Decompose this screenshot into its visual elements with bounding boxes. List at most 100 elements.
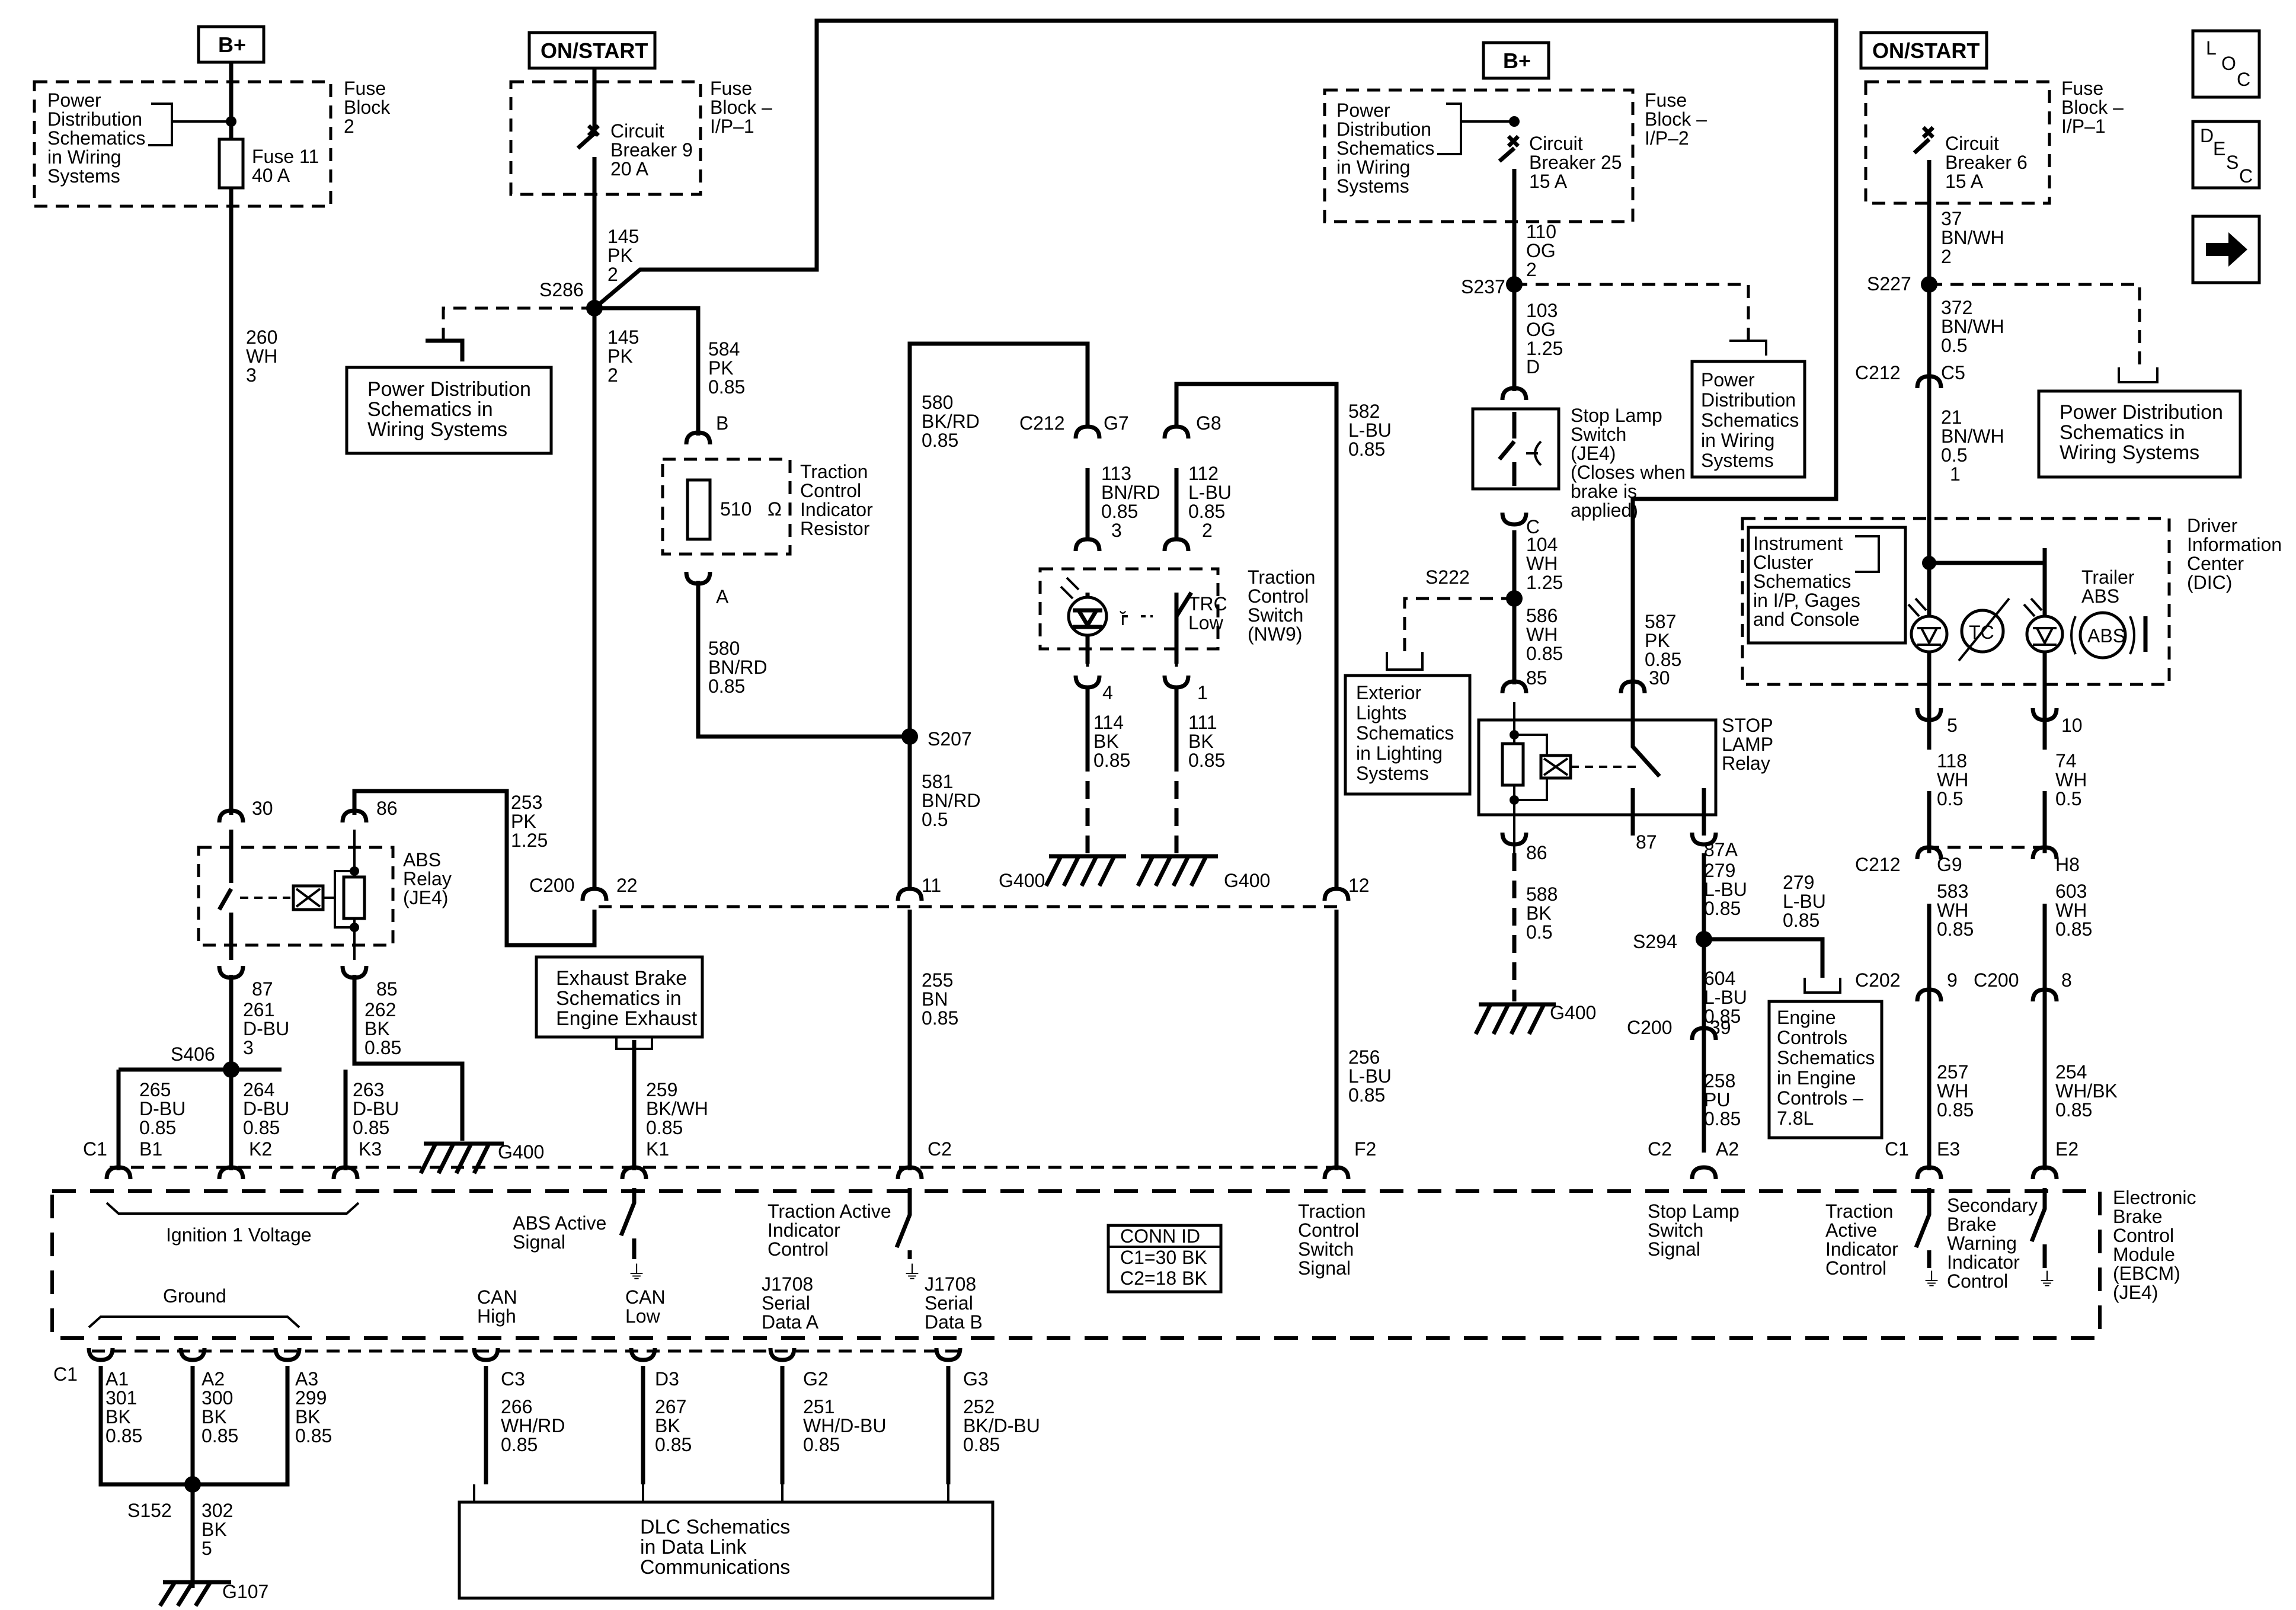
engine-controls-box[interactable]: Engine Controls Schematics in Engine Con… [1767,978,1884,1140]
svg-text:Indicator: Indicator [1825,1238,1898,1260]
loc-button[interactable]: L O C [2191,29,2261,99]
svg-text:Control: Control [1825,1257,1886,1279]
svg-text:87: 87 [1636,831,1657,853]
svg-text:0.85: 0.85 [1937,1099,1974,1121]
svg-text:0.85: 0.85 [1101,501,1138,522]
desc-button[interactable]: D E S C [2191,120,2261,190]
svg-text:587: 587 [1645,611,1676,632]
svg-text:0.85: 0.85 [353,1117,389,1138]
svg-text:114: 114 [1093,712,1124,733]
svg-text:Schematics in: Schematics in [2060,421,2185,444]
svg-text:BK: BK [202,1519,227,1540]
svg-text:BN/RD: BN/RD [708,657,768,678]
svg-text:0.85: 0.85 [708,676,745,697]
svg-text:Switch: Switch [1298,1238,1354,1260]
exhaust-brake-box[interactable]: Exhaust Brake Schematics in Engine Exhau… [535,955,704,1050]
tc-switch[interactable]: ĭ TRC Low Traction Control Switch (NW9) [1038,566,1315,651]
svg-text:Fuse: Fuse [344,78,386,99]
pd-left-box[interactable]: Power Distribution Schematics in Wiring … [345,338,553,455]
svg-text:Stop Lamp: Stop Lamp [1571,405,1662,426]
svg-text:BK: BK [295,1406,321,1427]
ground-g400-c-icon: G400 [1136,854,1270,891]
svg-text:G107: G107 [222,1581,268,1602]
fuse-11-icon [218,137,245,190]
svg-text:D-BU: D-BU [243,1098,289,1119]
svg-text:B: B [716,412,728,434]
svg-text:254: 254 [2055,1061,2087,1083]
svg-text:0.85: 0.85 [105,1425,142,1446]
svg-text:Schematics: Schematics [1701,409,1799,431]
svg-text:(DIC): (DIC) [2187,572,2232,593]
svg-text:87: 87 [252,978,273,1000]
pd-right-box[interactable]: Power Distribution Schematics in Wiring … [2037,367,2242,479]
svg-text:Signal: Signal [1298,1257,1351,1279]
svg-text:1: 1 [1197,682,1208,703]
svg-text:Traction Active: Traction Active [768,1201,891,1222]
led-icon [1910,614,1949,654]
svg-text:10: 10 [2061,715,2083,736]
svg-text:7.8L: 7.8L [1777,1108,1814,1129]
svg-text:WH: WH [2055,900,2087,921]
svg-text:0.85: 0.85 [646,1117,683,1138]
loc-c: C [2237,69,2250,90]
svg-text:279: 279 [1783,872,1814,893]
svg-text:0.85: 0.85 [1645,649,1681,670]
svg-text:0.85: 0.85 [655,1434,692,1455]
svg-text:High: High [477,1305,516,1327]
svg-text:30: 30 [1649,667,1670,689]
desc-s: S [2226,152,2239,173]
svg-text:372: 372 [1941,297,1972,318]
dlc-box[interactable]: DLC Schematics in Data Link Communicatio… [458,1484,994,1600]
svg-text:Engine Exhaust: Engine Exhaust [556,1007,698,1030]
svg-text:Fuse: Fuse [710,78,752,99]
desc-d: D [2200,125,2214,146]
svg-text:E3: E3 [1937,1138,1960,1160]
svg-text:Systems: Systems [1336,175,1409,197]
svg-text:0.85: 0.85 [1188,501,1225,522]
svg-text:BK/D-BU: BK/D-BU [963,1415,1040,1436]
svg-text:Controls –: Controls – [1777,1087,1863,1109]
svg-text:86: 86 [1526,842,1547,863]
driver-information-center: Instrument Cluster Schematics in I/P, Ga… [1741,515,2282,686]
svg-text:CAN: CAN [625,1286,666,1308]
bplus-mid-label: B+ [1482,41,1550,80]
svg-text:C2: C2 [1648,1138,1672,1160]
pd-mid-box[interactable]: Power Distribution Schematics in Wiring … [1690,340,1806,479]
svg-text:Switch: Switch [1248,604,1303,626]
svg-text:20 A: 20 A [610,158,649,180]
svg-text:3: 3 [246,364,257,386]
svg-text:K2: K2 [249,1138,272,1160]
svg-text:253: 253 [511,792,542,813]
svg-text:265: 265 [139,1079,171,1100]
svg-text:2: 2 [344,116,354,137]
svg-text:Circuit: Circuit [1945,133,1999,154]
svg-text:G2: G2 [803,1368,829,1390]
svg-text:WH: WH [1937,1080,1968,1102]
svg-text:300: 300 [202,1387,233,1409]
svg-text:112: 112 [1188,463,1219,484]
svg-text:C1=30 BK: C1=30 BK [1120,1247,1207,1268]
svg-text:Serial: Serial [762,1292,810,1314]
chassis-ground-icon: ⏚ [903,1262,922,1283]
svg-text:0.5: 0.5 [1941,335,1967,356]
svg-text:3: 3 [1111,520,1122,541]
svg-text:TRC: TRC [1188,593,1227,614]
svg-text:Information: Information [2187,534,2282,555]
svg-text:K1: K1 [646,1138,669,1160]
svg-text:Control: Control [2113,1225,2174,1246]
stop-lamp-switch: Stop Lamp Switch (JE4) (Closes when brak… [1471,405,1686,521]
svg-text:PK: PK [1645,630,1670,651]
next-button[interactable] [2191,215,2261,284]
svg-text:A: A [716,586,729,607]
svg-text:Ignition 1 Voltage: Ignition 1 Voltage [166,1224,312,1246]
svg-text:Systems: Systems [1356,763,1429,784]
svg-text:604: 604 [1704,968,1735,989]
svg-text:BK: BK [1526,902,1552,924]
svg-text:Warning: Warning [1947,1233,2017,1254]
svg-text:2: 2 [1202,520,1213,541]
svg-text:603: 603 [2055,881,2087,902]
exterior-lights-box[interactable]: Exterior Lights Schematics in Lighting S… [1344,652,1472,796]
svg-text:0.5: 0.5 [1937,788,1963,809]
svg-text:Indicator: Indicator [1947,1251,2020,1273]
